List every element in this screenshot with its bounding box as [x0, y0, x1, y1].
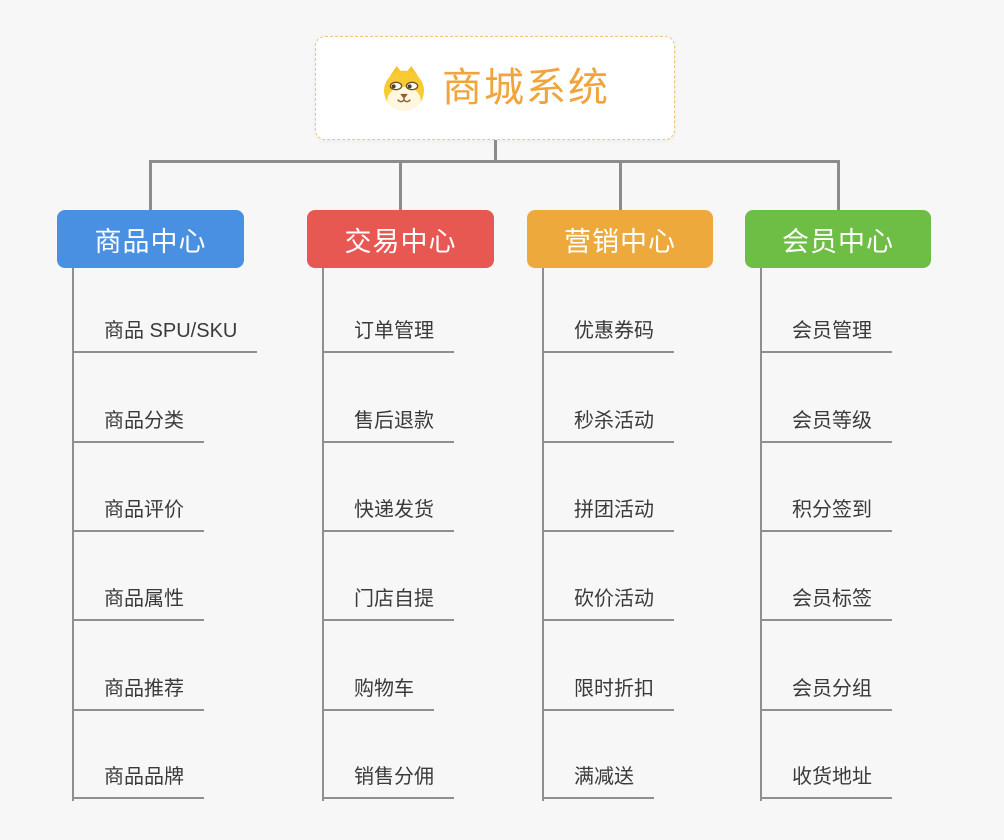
branch-trunk-line [322, 268, 324, 801]
root-title: 商城系统 [442, 66, 610, 110]
leaf-node[interactable]: 砍价活动 [542, 587, 674, 621]
leaf-node[interactable]: 商品分类 [72, 409, 204, 443]
branch-node-1[interactable]: 商品中心 [57, 210, 244, 268]
branch-label: 营销中心 [564, 226, 676, 257]
branch-trunk-line [542, 268, 544, 801]
leaf-node[interactable]: 收货地址 [760, 765, 892, 799]
leaf-node[interactable]: 会员标签 [760, 587, 892, 621]
leaf-node[interactable]: 拼团活动 [542, 498, 674, 532]
branch-trunk-line [72, 268, 74, 801]
leaf-node[interactable]: 订单管理 [322, 319, 454, 353]
leaf-node[interactable]: 售后退款 [322, 409, 454, 443]
branch-drop-line [618, 160, 622, 210]
leaf-node[interactable]: 商品评价 [72, 498, 204, 532]
leaf-node[interactable]: 门店自提 [322, 587, 454, 621]
leaf-node[interactable]: 购物车 [322, 677, 434, 711]
leaf-node[interactable]: 优惠券码 [542, 319, 674, 353]
leaf-node[interactable]: 会员管理 [760, 319, 892, 353]
leaf-node[interactable]: 商品属性 [72, 587, 204, 621]
root-node[interactable]: 商城系统 [315, 36, 675, 140]
branch-drop-line [836, 160, 840, 210]
branch-label: 商品中心 [94, 226, 207, 257]
leaf-node[interactable]: 限时折扣 [542, 677, 674, 711]
branch-label: 交易中心 [344, 226, 457, 257]
branch-trunk-line [760, 268, 762, 801]
leaf-node[interactable]: 商品推荐 [72, 677, 204, 711]
leaf-node[interactable]: 满减送 [542, 765, 654, 799]
branch-drop-line [149, 160, 152, 210]
leaf-node[interactable]: 商品 SPU/SKU [72, 319, 258, 353]
branch-node-3[interactable]: 营销中心 [527, 210, 713, 268]
leaf-node[interactable]: 秒杀活动 [542, 409, 674, 443]
shiba-dog-icon [384, 66, 424, 111]
leaf-node[interactable]: 商品品牌 [72, 765, 204, 799]
branch-node-4[interactable]: 会员中心 [745, 210, 931, 268]
leaf-node[interactable]: 会员等级 [760, 409, 892, 443]
branch-connector-bar [149, 160, 840, 163]
leaf-node[interactable]: 积分签到 [760, 498, 892, 532]
leaf-node[interactable]: 快递发货 [322, 498, 454, 532]
branch-label: 会员中心 [782, 226, 894, 257]
leaf-node[interactable]: 会员分组 [760, 677, 892, 711]
branch-node-2[interactable]: 交易中心 [307, 210, 494, 268]
root-connector-stub [493, 140, 497, 163]
leaf-node[interactable]: 销售分佣 [322, 765, 454, 799]
branch-drop-line [399, 160, 402, 210]
